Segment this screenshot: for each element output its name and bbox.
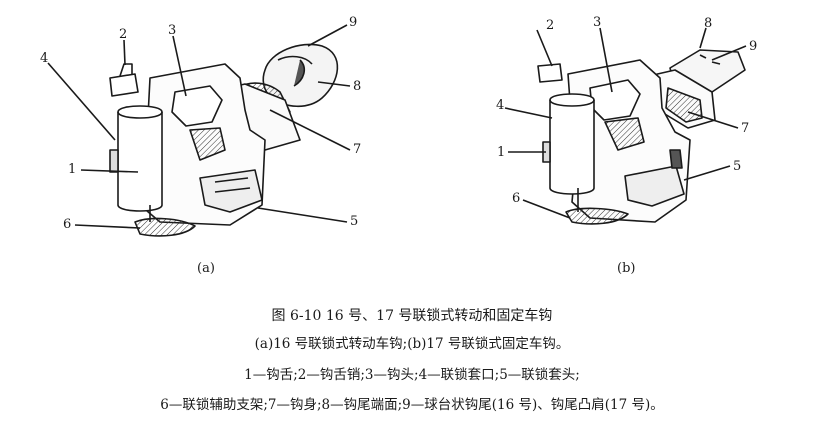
callout-6-a: 6 xyxy=(63,217,72,232)
callout-2-a: 2 xyxy=(119,27,128,42)
callout-9-b: 9 xyxy=(749,39,758,54)
coupler-b-drawing xyxy=(504,27,747,225)
figure-caption-subtitle: (a)16 号联锁式转动车钩;(b)17 号联锁式固定车钩。 xyxy=(254,336,570,352)
callout-3-b: 3 xyxy=(593,15,602,30)
callout-7-a: 7 xyxy=(353,142,362,157)
figure-legend-line-1: 1—钩舌;2—钩舌销;3—钩头;4—联锁套口;5—联锁套头; xyxy=(244,367,580,383)
callout-1-a: 1 xyxy=(68,162,77,177)
callout-7-b: 7 xyxy=(741,121,750,136)
callout-1-b: 1 xyxy=(497,145,506,160)
callout-6-b: 6 xyxy=(512,191,521,206)
callout-5-b: 5 xyxy=(733,159,742,174)
callout-5-a: 5 xyxy=(350,214,359,229)
callout-4-a: 4 xyxy=(40,51,49,66)
callout-9-a: 9 xyxy=(349,15,358,30)
figure-caption-title: 图 6-10 16 号、17 号联锁式转动和固定车钩 xyxy=(271,308,553,324)
figure-legend-line-2: 6—联锁辅助支架;7—钩身;8—钩尾端面;9—球台状钩尾(16 号)、钩尾凸肩(… xyxy=(160,397,664,413)
callout-3-a: 3 xyxy=(168,23,177,38)
subfigure-label-b: (b) xyxy=(617,261,636,276)
coupler-figure: 4 2 3 1 6 5 7 8 9 (a) 2 3 4 1 6 5 7 9 8 … xyxy=(40,15,758,276)
callout-2-b: 2 xyxy=(546,18,555,33)
subfigure-label-a: (a) xyxy=(197,261,215,276)
coupler-illustrations xyxy=(47,24,747,237)
coupler-a-drawing xyxy=(47,24,351,237)
callout-4-b: 4 xyxy=(496,98,505,113)
callout-8-a: 8 xyxy=(353,79,362,94)
callout-8-b: 8 xyxy=(704,16,713,31)
